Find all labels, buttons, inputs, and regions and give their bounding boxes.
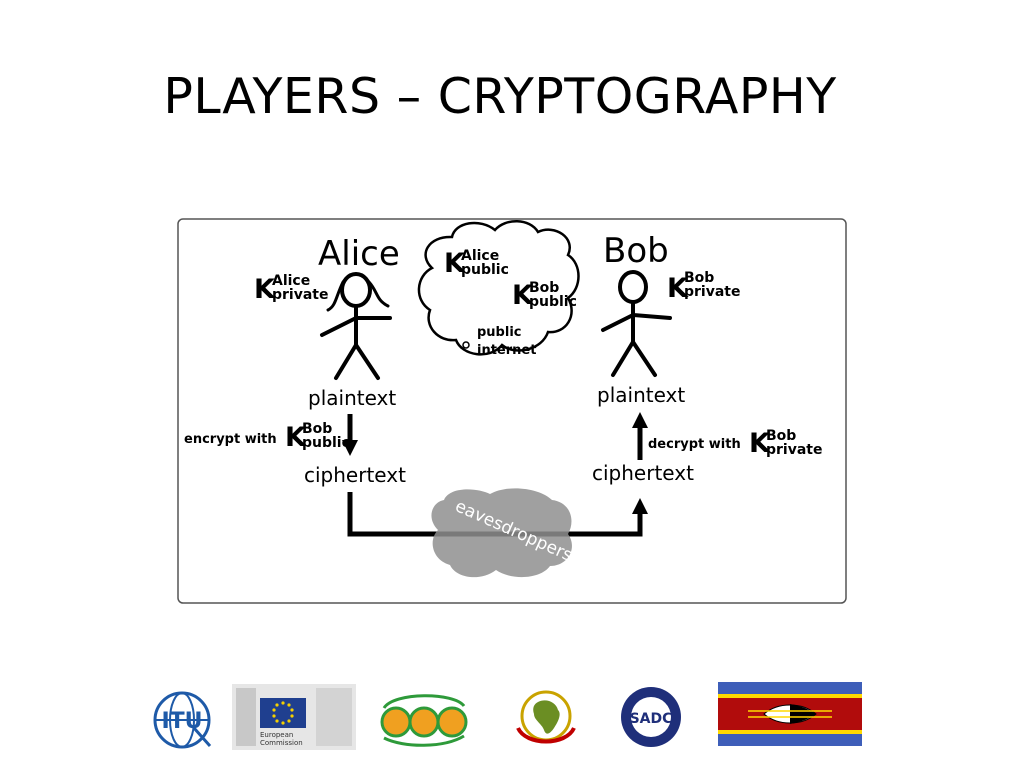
left-plaintext: plaintext <box>308 386 396 410</box>
cloud-key-bob-sup: Bob <box>529 280 559 296</box>
ec-logo-line1: European <box>260 731 293 739</box>
cloud-key-alice-sub: public <box>461 262 509 278</box>
decrypt-arrow <box>632 412 648 460</box>
alice-key-sup: Alice <box>272 273 310 289</box>
cloud-label-line2: internet <box>477 343 536 358</box>
eswatini-flag <box>718 682 862 746</box>
cloud-key-bob-sub: public <box>529 294 577 310</box>
bob-stick-figure <box>601 270 672 377</box>
bob-name: Bob <box>603 231 669 271</box>
encrypt-arrow <box>342 414 358 456</box>
alice-key-sub: private <box>272 287 329 303</box>
decrypt-label: decrypt with <box>648 437 741 452</box>
cloud-dot <box>462 341 470 349</box>
acp-logo <box>380 694 468 747</box>
alice-stick-figure <box>320 272 392 380</box>
encrypt-label: encrypt with <box>184 432 277 447</box>
itu-logo: ITU <box>153 691 212 749</box>
sadc-logo-text: SADC <box>630 711 673 727</box>
channel-arrow-head <box>632 498 648 514</box>
slide-title: PLAYERS – CRYPTOGRAPHY <box>163 68 837 125</box>
cloud-label-line1: public <box>477 325 521 340</box>
decrypt-key-sub: private <box>766 442 823 458</box>
alice-name: Alice <box>318 234 400 274</box>
ec-logo-line2: Commission <box>260 739 303 747</box>
cloud-key-alice-sup: Alice <box>461 248 499 264</box>
alice-key-base: K <box>254 274 276 305</box>
diagram-frame <box>177 218 847 604</box>
decrypt-key-base: K <box>749 428 771 459</box>
cloud-key-bob-base: K <box>512 280 534 311</box>
european-commission-logo: European Commission <box>232 684 356 750</box>
left-ciphertext: ciphertext <box>304 463 406 487</box>
eavesdroppers-blob <box>431 488 572 578</box>
cloud-key-alice-base: K <box>444 248 466 279</box>
right-plaintext: plaintext <box>597 383 685 407</box>
encrypt-key-base: K <box>285 422 307 453</box>
sadc-logo: SADC <box>621 687 681 747</box>
internet-cloud <box>417 220 580 356</box>
african-union-logo <box>516 690 576 744</box>
right-ciphertext: ciphertext <box>592 461 694 485</box>
encrypt-key-sub: public <box>302 435 350 451</box>
bob-key-sup: Bob <box>684 270 714 286</box>
bob-key-base: K <box>667 273 689 304</box>
decrypt-key-sup: Bob <box>766 428 796 444</box>
bob-key-sub: private <box>684 284 741 300</box>
encrypt-key-sup: Bob <box>302 421 332 437</box>
